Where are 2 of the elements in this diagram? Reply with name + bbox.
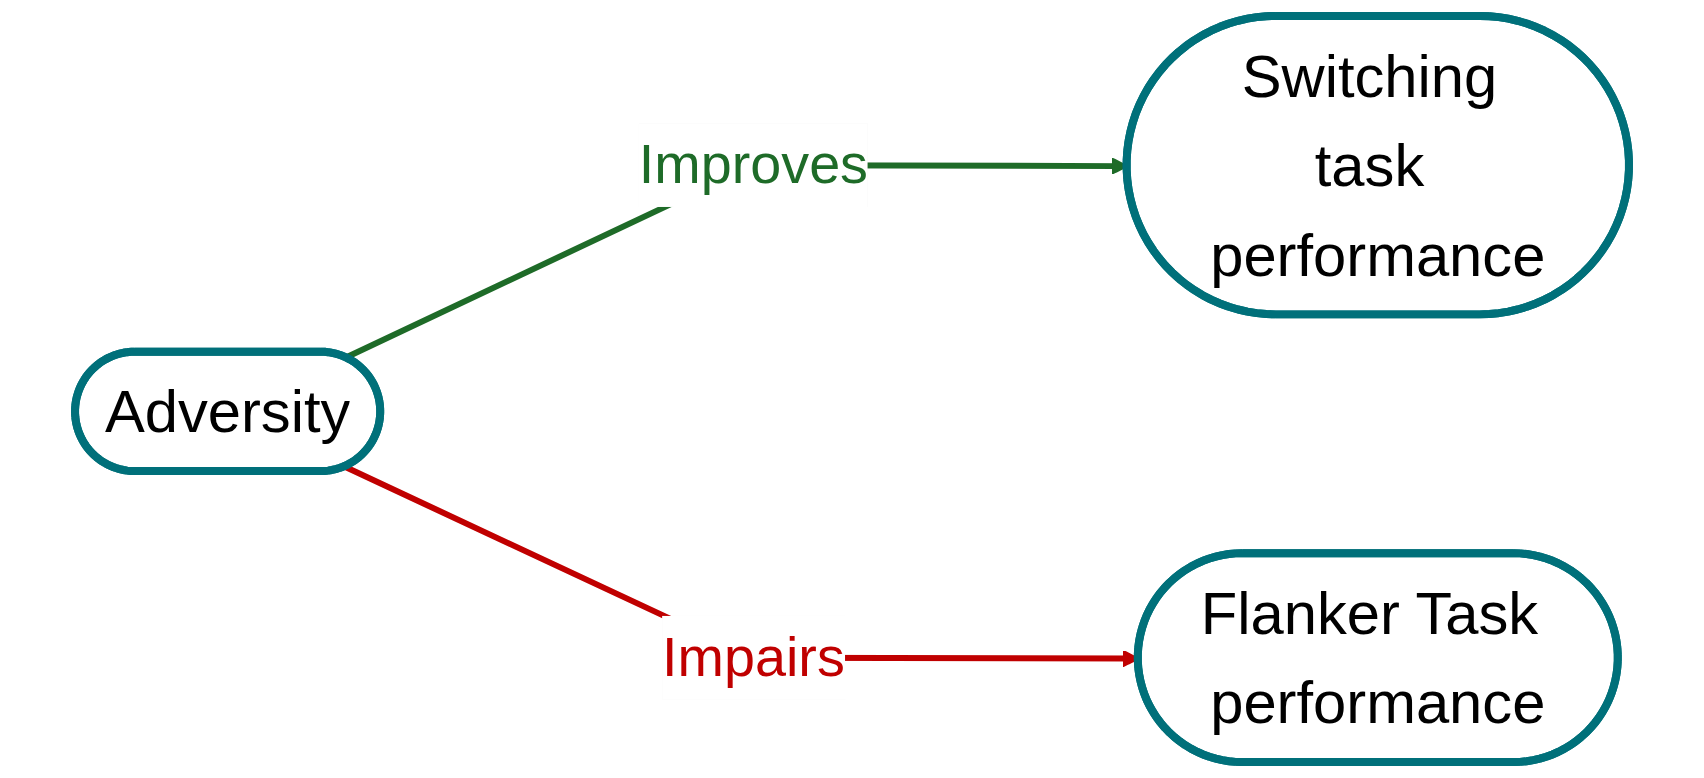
edge-label: Improves <box>638 133 868 195</box>
edge-label: Impairs <box>662 625 845 688</box>
